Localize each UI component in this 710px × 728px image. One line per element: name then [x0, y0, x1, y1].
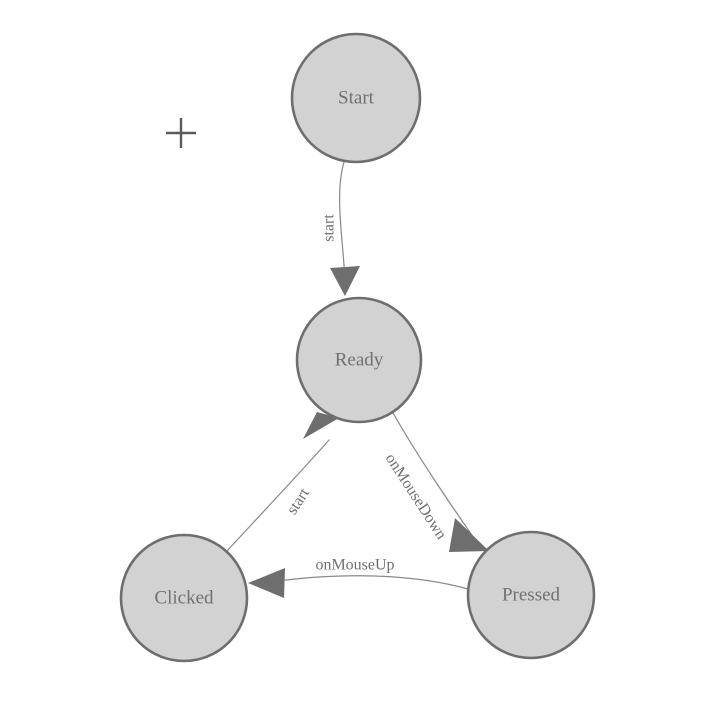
node-layer: Start Ready Clicked Pressed [119, 32, 596, 663]
arrowhead-icon-ready-to-pressed [449, 518, 489, 552]
edge-clicked-to-ready[interactable]: start [225, 412, 339, 553]
arrowhead-icon-clicked-to-ready [303, 412, 339, 439]
edge-ready-to-pressed[interactable]: onMouseDown [382, 412, 489, 552]
node-ready[interactable]: Ready [295, 296, 423, 424]
node-label-pressed: Pressed [502, 584, 561, 605]
node-circle-start[interactable] [290, 32, 422, 164]
node-label-clicked: Clicked [154, 587, 214, 608]
edge-path-start-to-ready[interactable] [338, 161, 346, 285]
node-circle-ready[interactable] [295, 296, 423, 424]
edge-path-pressed-to-clicked[interactable] [263, 575, 469, 590]
edge-label-start-to-ready: start [321, 214, 338, 242]
arrowhead-icon-pressed-to-clicked [248, 568, 285, 598]
edge-label-ready-to-pressed: onMouseDown [382, 451, 450, 543]
edge-label-pressed-to-clicked: onMouseUp [315, 557, 394, 574]
edge-pressed-to-clicked[interactable]: onMouseUp [248, 557, 469, 598]
node-circle-pressed[interactable] [466, 530, 596, 660]
edge-path-clicked-to-ready[interactable] [225, 439, 330, 553]
node-circle-clicked[interactable] [119, 533, 249, 663]
plus-marker[interactable] [166, 118, 196, 148]
edge-start-to-ready[interactable]: start [321, 161, 360, 296]
node-pressed[interactable]: Pressed [466, 530, 596, 660]
node-label-start: Start [338, 87, 375, 108]
edge-path-ready-to-pressed[interactable] [392, 412, 479, 545]
arrowhead-icon-start-to-ready [330, 266, 360, 296]
node-start[interactable]: Start [290, 32, 422, 164]
node-clicked[interactable]: Clicked [119, 533, 249, 663]
node-label-ready: Ready [335, 349, 384, 370]
edge-label-clicked-to-ready: start [284, 485, 314, 518]
